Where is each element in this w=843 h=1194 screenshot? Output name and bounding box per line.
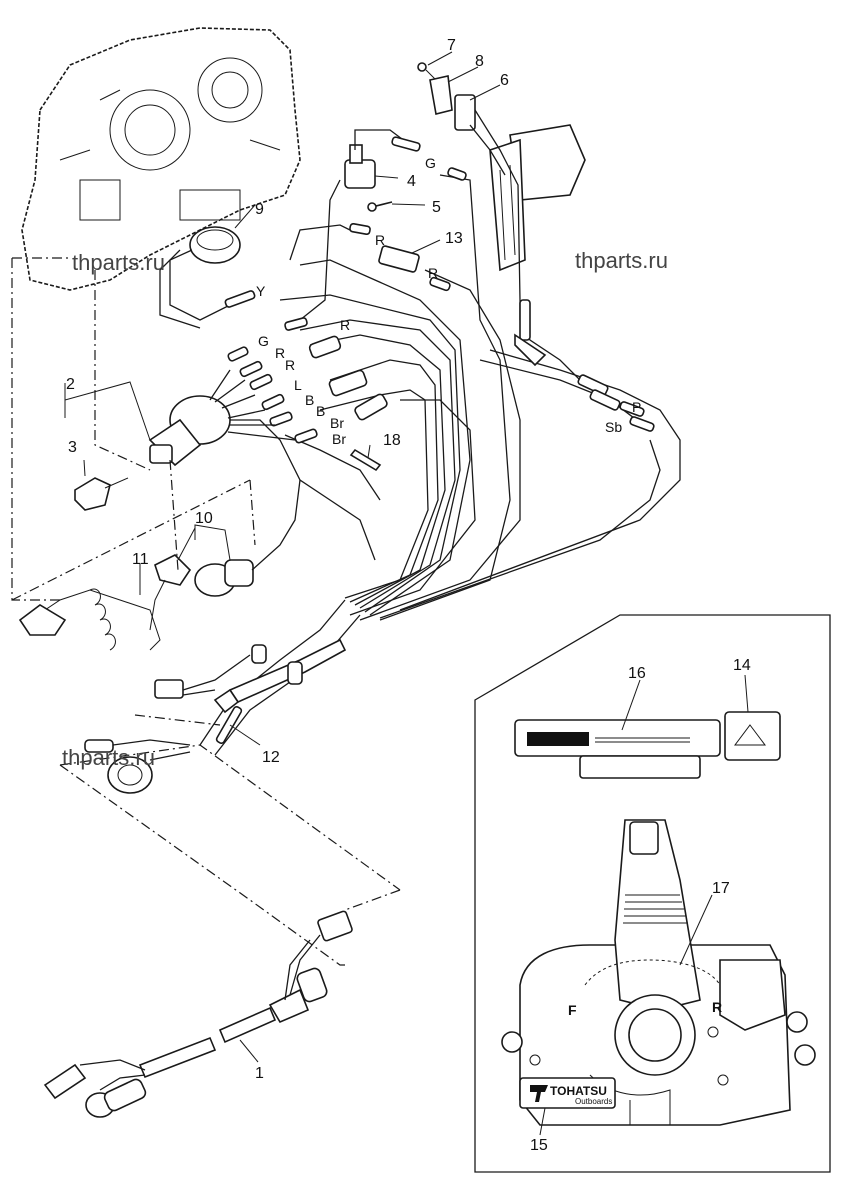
part-8-plate xyxy=(429,75,453,115)
callout-14: 14 xyxy=(733,657,751,674)
callout-17: 17 xyxy=(712,880,730,897)
remote-control-inset xyxy=(474,614,831,1173)
part-6-switch xyxy=(454,94,521,301)
harness-plug-round xyxy=(84,739,191,794)
callout-18: 18 xyxy=(383,432,401,449)
callout-2: 2 xyxy=(66,376,75,393)
wire-label-sb: Sb xyxy=(605,419,622,435)
callout-numbers: 7 8 6 4 5 9 13 2 3 10 11 18 12 1 16 14 1… xyxy=(66,37,751,1154)
part-18-pin xyxy=(349,448,382,472)
wire-label-r-13b: R xyxy=(428,265,438,281)
watermarks: thparts.ru thparts.ru thparts.ru xyxy=(62,248,668,770)
part-11-lanyard xyxy=(18,554,192,651)
connector-row xyxy=(224,136,655,432)
callout-6: 6 xyxy=(500,72,509,89)
reference-lines xyxy=(11,257,401,966)
wire-harness xyxy=(199,129,681,756)
wire-color-labels: G R R Y R G R R L B B Br Br P Sb xyxy=(256,155,641,447)
callout-9: 9 xyxy=(255,201,264,218)
wire-label-r-mid: R xyxy=(340,317,350,333)
part-12-harness-sleeve xyxy=(154,638,347,745)
callout-1: 1 xyxy=(255,1065,264,1082)
engine-housing xyxy=(21,27,301,291)
part-1-main-harness xyxy=(43,910,353,1118)
callout-16: 16 xyxy=(628,665,646,682)
forward-mark: F xyxy=(568,1002,577,1018)
watermark-1: thparts.ru xyxy=(72,250,165,275)
wire-label-g-sw: G xyxy=(258,333,269,349)
callout-13: 13 xyxy=(445,230,463,247)
wire-label-y: Y xyxy=(256,283,266,299)
wire-label-r-sw1: R xyxy=(275,345,285,361)
callout-15: 15 xyxy=(530,1137,548,1154)
watermark-3: thparts.ru xyxy=(62,745,155,770)
part-9-relay xyxy=(159,226,241,329)
part-3-key xyxy=(74,477,129,511)
part-13-fuse xyxy=(378,245,420,273)
watermark-2: thparts.ru xyxy=(575,248,668,273)
wire-label-l: L xyxy=(294,377,302,393)
part-10-stop-switch xyxy=(194,479,301,597)
brand-name: TOHATSU xyxy=(550,1084,607,1098)
wire-label-r-sw2: R xyxy=(285,357,295,373)
wire-label-b2: B xyxy=(316,403,325,419)
callout-12: 12 xyxy=(262,749,280,766)
part-2-ignition-switch xyxy=(148,346,318,467)
callout-4: 4 xyxy=(407,173,416,190)
part-5-screw xyxy=(367,201,393,212)
reverse-mark: R xyxy=(712,999,722,1015)
callout-11: 11 xyxy=(132,551,149,568)
callout-3: 3 xyxy=(68,439,77,456)
wire-label-br1: Br xyxy=(330,415,344,431)
callout-8: 8 xyxy=(475,53,484,70)
wire-label-b1: B xyxy=(305,392,314,408)
remote-bracket xyxy=(489,124,586,272)
wire-label-r-13a: R xyxy=(375,232,385,248)
callout-7: 7 xyxy=(447,37,456,54)
callout-10: 10 xyxy=(195,510,213,527)
brand-sub: Outboards xyxy=(575,1097,612,1106)
part-4-buzzer xyxy=(344,144,376,189)
callout-5: 5 xyxy=(432,199,441,216)
wire-label-br2: Br xyxy=(332,431,346,447)
callout-leaders xyxy=(64,51,749,1136)
wire-label-p: P xyxy=(632,399,641,415)
remote-box-text: TOHATSU Outboards F R xyxy=(550,999,722,1106)
part-7-screw xyxy=(417,62,437,81)
wire-label-g-top: G xyxy=(425,155,436,171)
